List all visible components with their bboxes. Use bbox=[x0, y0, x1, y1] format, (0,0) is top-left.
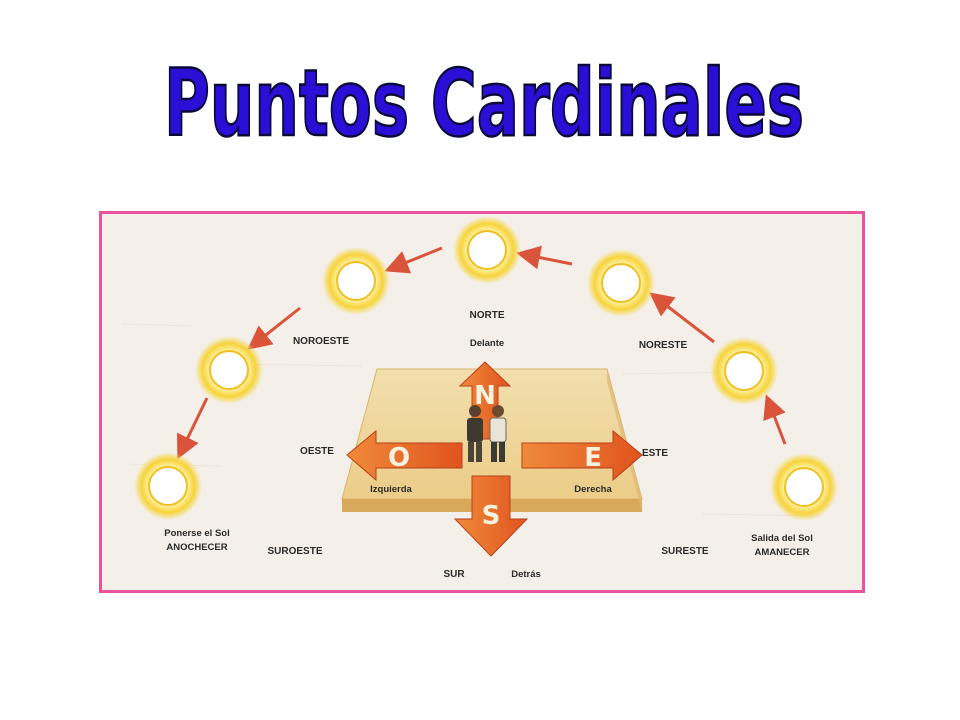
sun-positions bbox=[134, 216, 838, 521]
arrow-south: S bbox=[453, 475, 529, 557]
label-northeast: NORESTE bbox=[639, 340, 688, 351]
sun-arrow-2 bbox=[649, 292, 715, 344]
cardinal-points-diagram: N O E S bbox=[121, 216, 838, 580]
arrow-east: E bbox=[521, 429, 643, 482]
label-sunset-line2: ANOCHECER bbox=[166, 542, 227, 553]
sun-north bbox=[453, 216, 521, 284]
sun-arrow-5 bbox=[247, 306, 301, 350]
person-right bbox=[489, 405, 507, 462]
sun-northwest-low bbox=[195, 336, 263, 404]
label-southeast: SURESTE bbox=[661, 546, 709, 557]
arrow-west: O bbox=[346, 429, 463, 482]
sun-arrow-6 bbox=[177, 397, 209, 460]
labels: NORTE Delante NOROESTE NORESTE OESTE EST… bbox=[164, 310, 813, 580]
sun-sunrise bbox=[770, 453, 838, 521]
sun-northeast-low bbox=[710, 337, 778, 405]
label-back: Detrás bbox=[511, 569, 541, 580]
arrow-south-letter: S bbox=[482, 501, 501, 531]
label-left: Izquierda bbox=[370, 484, 412, 495]
label-sunrise-line1: Salida del Sol bbox=[751, 533, 813, 544]
label-sunset-line1: Ponerse el Sol bbox=[164, 528, 229, 539]
sun-sunset bbox=[134, 452, 202, 520]
label-north: NORTE bbox=[470, 310, 505, 321]
people-figures bbox=[467, 405, 507, 462]
diagram-frame: N O E S bbox=[99, 211, 865, 593]
label-northwest: NOROESTE bbox=[293, 336, 349, 347]
person-left bbox=[467, 405, 483, 462]
label-sunrise-line2: AMANECER bbox=[755, 547, 810, 558]
label-right: Derecha bbox=[574, 484, 612, 495]
label-southwest: SUROESTE bbox=[267, 546, 322, 557]
arrow-east-letter: E bbox=[584, 443, 602, 473]
sun-arrow-1 bbox=[763, 394, 787, 445]
label-west: OESTE bbox=[300, 446, 334, 457]
page-title: Puntos Cardinales bbox=[163, 49, 806, 159]
page-title-text: Puntos Cardinales bbox=[164, 50, 804, 157]
label-front: Delante bbox=[470, 338, 504, 349]
sun-northeast-high bbox=[587, 249, 655, 317]
label-south: SUR bbox=[443, 569, 465, 580]
label-east: ESTE bbox=[642, 448, 668, 459]
arrow-north-letter: N bbox=[474, 381, 496, 411]
arrow-west-letter: O bbox=[388, 443, 410, 473]
sun-northwest-high bbox=[322, 247, 390, 315]
sun-arrow-3 bbox=[516, 245, 573, 270]
sun-arrow-4 bbox=[384, 246, 443, 274]
sun-path-arrows bbox=[177, 245, 787, 460]
